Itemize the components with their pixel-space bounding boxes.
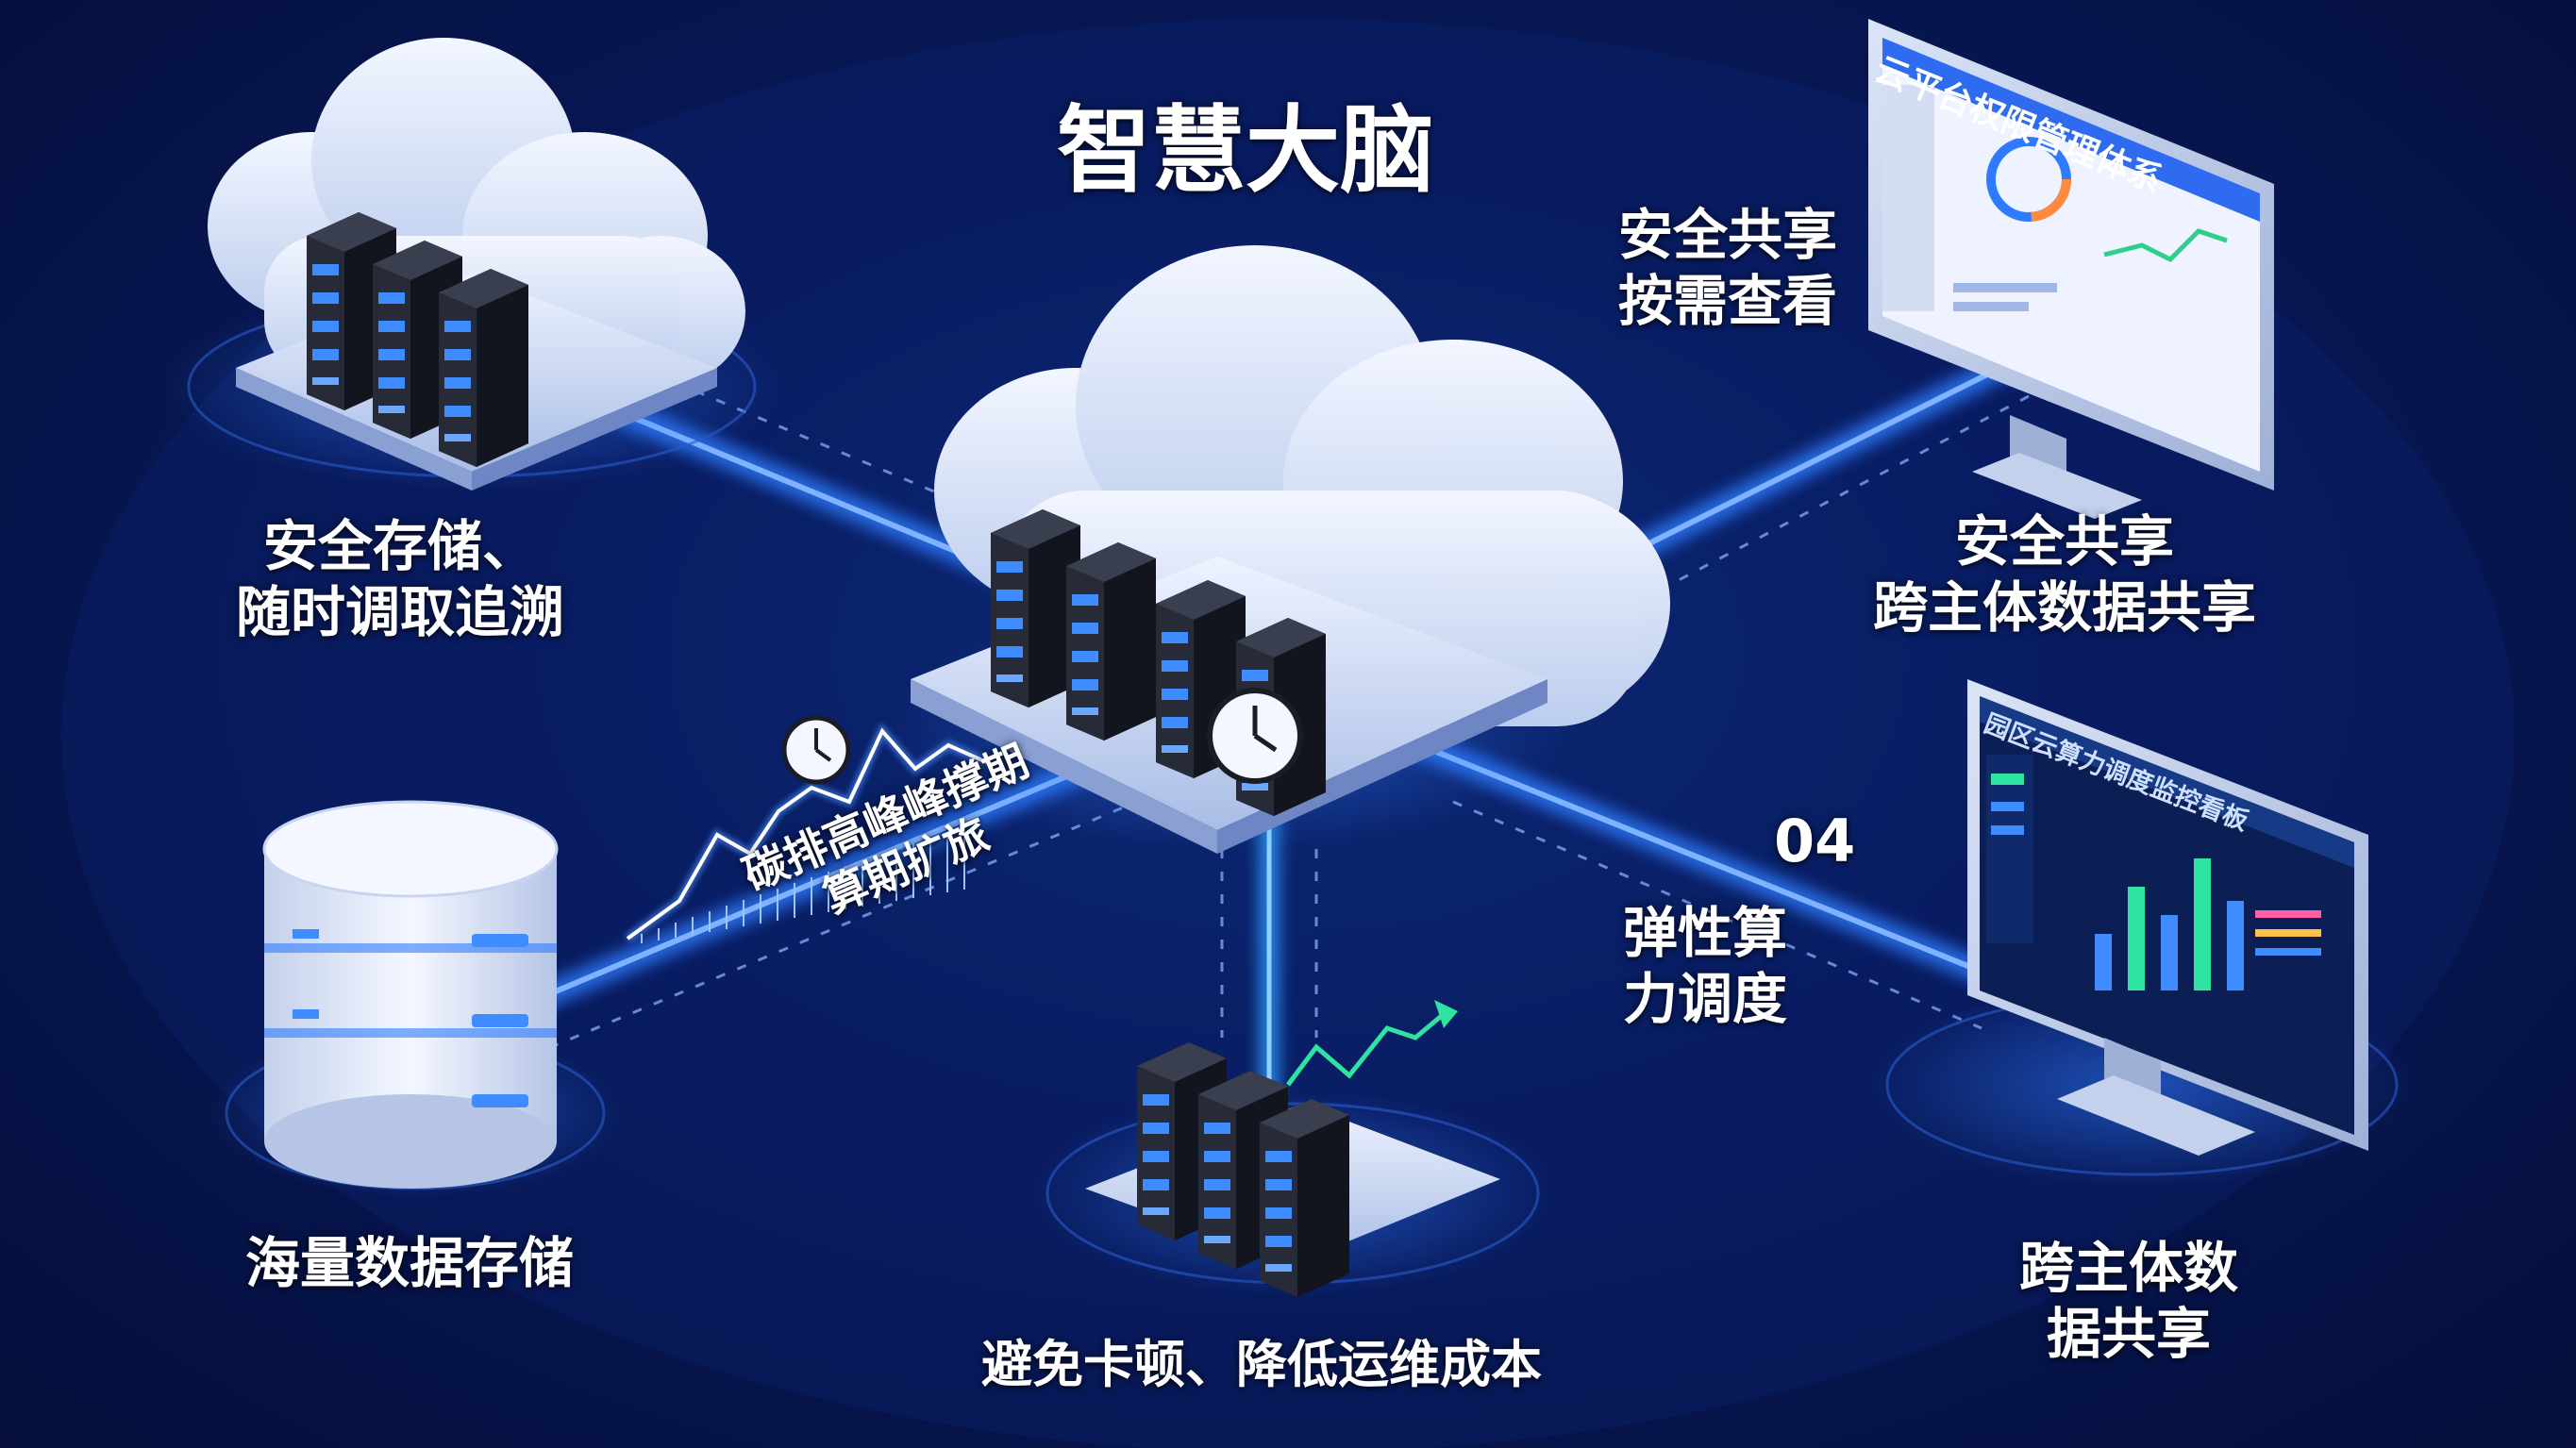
line-chart-icon [626, 727, 992, 940]
bottom-monitor-label: 跨主体数 据共享 [2019, 1236, 2238, 1367]
database-label: 海量数据存储 [245, 1231, 574, 1297]
elastic-label: 弹性算 力调度 [1623, 901, 1787, 1032]
screen-bar [2128, 887, 2145, 990]
central-hub [887, 245, 1670, 854]
top-monitor-label: 安全共享 跨主体数据共享 [1873, 509, 2256, 641]
storage-cloud-node [160, 38, 783, 491]
elastic-number-text: 04 [1774, 807, 1856, 875]
storage-cloud-label: 安全存储、 随时调取追溯 [236, 514, 564, 645]
elastic-label-line1: 弹性算 [1623, 901, 1788, 965]
title-text: 智慧大脑 [1057, 95, 1434, 206]
peak-trend-chart [625, 715, 994, 943]
screen-bar [2095, 934, 2112, 990]
storage-label-line1: 安全存储、 [263, 514, 538, 578]
bottom-server-node [1029, 1000, 1557, 1297]
bottom-servers-label-line1: 避免卡顿、降低运维成本 [981, 1335, 1542, 1394]
bottom-servers-label: 避免卡顿、降低运维成本 [981, 1335, 1542, 1396]
database-icon [262, 800, 559, 1189]
clock-icon [781, 715, 851, 785]
elastic-label-line2: 力调度 [1623, 966, 1788, 1031]
screen-bar [2227, 901, 2244, 990]
top-monitor-caption: 安全共享 按需查看 [1618, 203, 1837, 334]
top-monitor-caption-line2: 按需查看 [1618, 268, 1838, 333]
monitor-icon [1868, 19, 2274, 519]
bottom-monitor-label-line2: 据共享 [2047, 1301, 2212, 1366]
screen-bar [2161, 915, 2178, 990]
line-chart-icon [1286, 1000, 1458, 1087]
top-monitor-label-line1: 安全共享 [1955, 509, 2175, 574]
bottom-monitor [1868, 679, 2416, 1189]
top-monitor [1868, 19, 2274, 519]
top-monitor-label-line2: 跨主体数据共享 [1873, 574, 2257, 640]
monitor-icon [1967, 679, 2368, 1156]
database-node [208, 800, 623, 1198]
storage-label-line2: 随时调取追溯 [236, 579, 565, 644]
elastic-number: 04 [1774, 807, 1855, 876]
top-monitor-caption-line1: 安全共享 [1618, 203, 1838, 267]
page-title: 智慧大脑 [1057, 94, 1434, 208]
database-label-line1: 海量数据存储 [245, 1231, 575, 1295]
screen-bar [2194, 858, 2211, 990]
clock-icon [1207, 688, 1303, 784]
bottom-monitor-label-line1: 跨主体数 [2019, 1236, 2239, 1300]
